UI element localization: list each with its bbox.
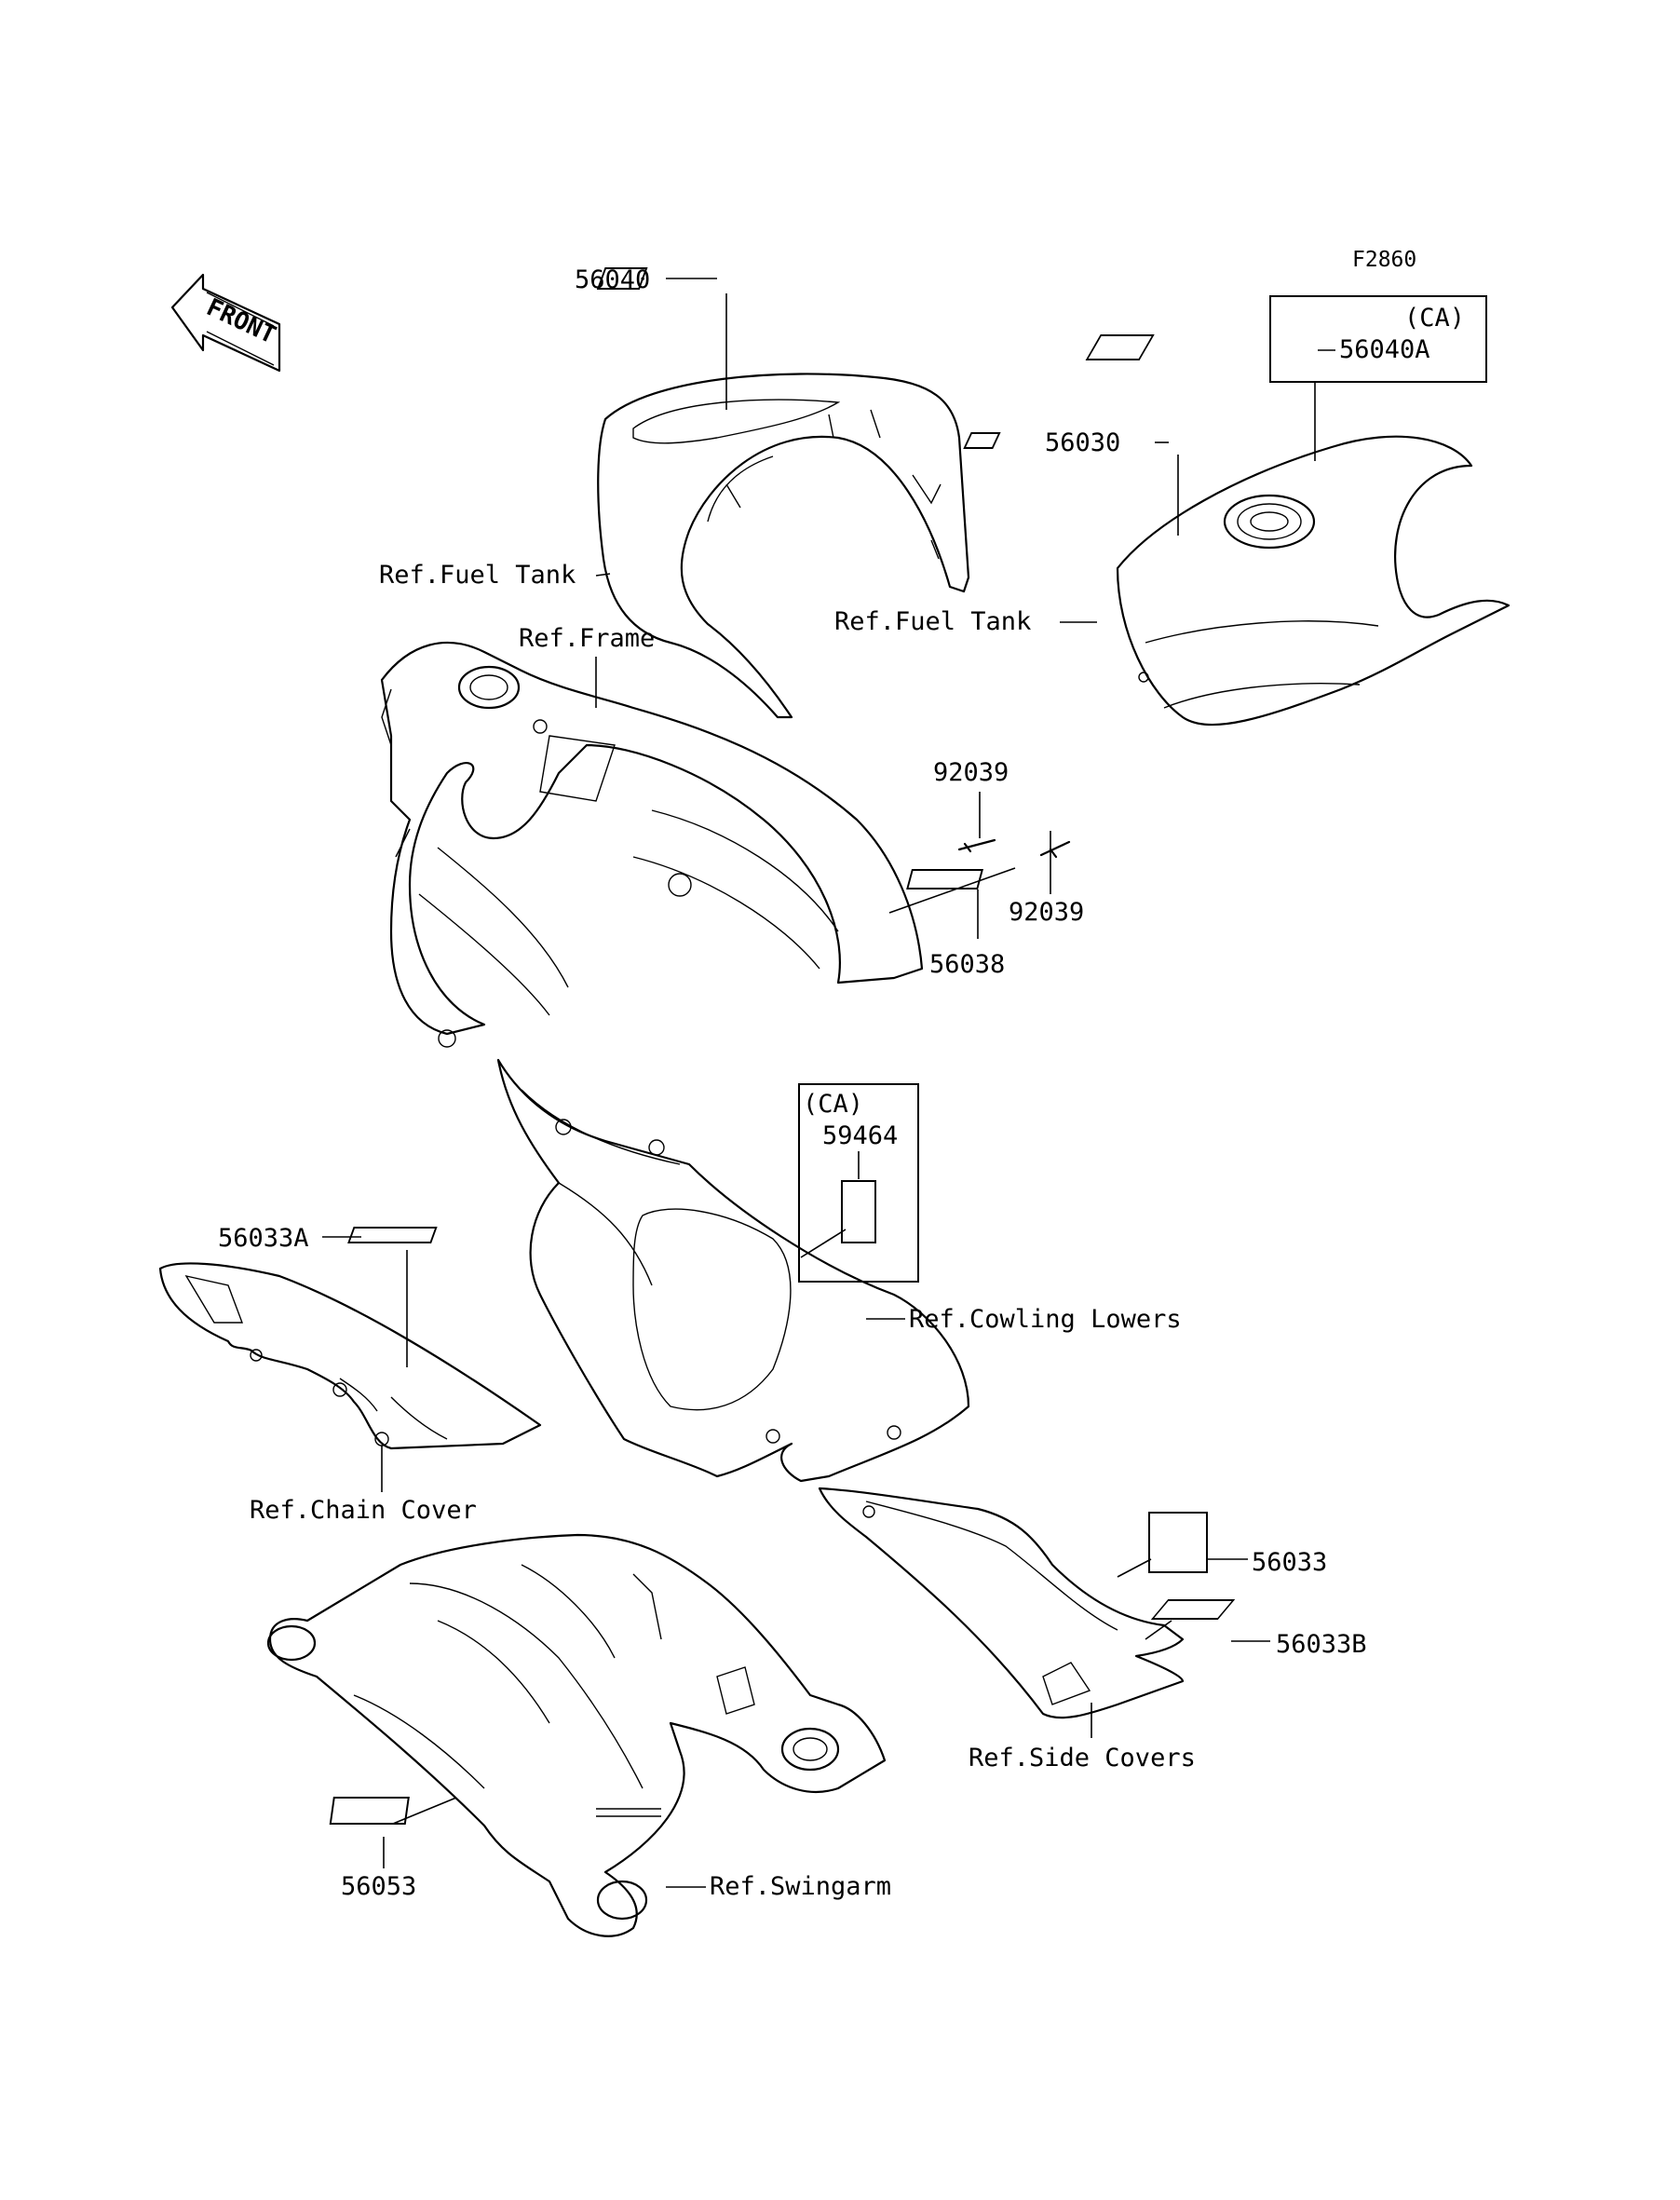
side-cover-drawing <box>818 1487 1185 1719</box>
frame-label-decal <box>906 869 984 890</box>
tank-pad-decal <box>596 267 648 290</box>
figure-code: F2860 <box>1352 248 1416 272</box>
ca-box-56040a <box>1269 295 1487 383</box>
swingarm-label-decal <box>329 1797 410 1825</box>
callout-59464: 59464 <box>822 1121 898 1150</box>
callout-56033a: 56033A <box>218 1224 309 1253</box>
callout-56040: 56040 <box>575 265 650 294</box>
cowling-lower-drawing <box>496 1058 970 1483</box>
callout-56033b: 56033B <box>1276 1630 1367 1659</box>
ref-chain-cover: Ref.Chain Cover <box>250 1496 477 1525</box>
callout-92039-lower: 92039 <box>1009 898 1084 927</box>
ref-cowling-lowers: Ref.Cowling Lowers <box>909 1305 1182 1334</box>
rivet-upper-icon <box>957 838 996 853</box>
ref-swingarm: Ref.Swingarm <box>710 1872 891 1901</box>
callout-56053: 56053 <box>341 1872 416 1901</box>
callout-92039-upper: 92039 <box>933 758 1009 787</box>
chain-cover-drawing <box>158 1262 542 1450</box>
cowling-label-decal <box>841 1180 876 1243</box>
swingarm-drawing <box>266 1533 887 1937</box>
rivet-lower-icon <box>1039 840 1071 859</box>
frame-drawing <box>380 641 924 1048</box>
ca-tag-56040a: (CA) <box>1404 304 1465 333</box>
tank-cover-drawing <box>597 373 970 719</box>
ca-tag-59464: (CA) <box>803 1090 863 1119</box>
callout-56040a: 56040A <box>1339 335 1430 364</box>
tank-label-decal <box>963 432 1001 449</box>
tank-pad-ca-decal <box>1085 334 1155 360</box>
ca-box-59464 <box>798 1083 919 1283</box>
callout-56033: 56033 <box>1252 1548 1327 1577</box>
chain-label-decal <box>347 1227 438 1243</box>
ref-frame: Ref.Frame <box>519 624 655 653</box>
fuel-tank-drawing <box>1116 435 1511 727</box>
side-label-b-decal <box>1150 1599 1236 1620</box>
front-arrow-icon: FRONT <box>170 273 281 373</box>
ref-fuel-tank-left: Ref.Fuel Tank <box>379 561 576 590</box>
callout-56030: 56030 <box>1045 428 1120 457</box>
side-label-decal <box>1148 1512 1208 1573</box>
callout-56038: 56038 <box>929 950 1005 979</box>
ref-fuel-tank-right: Ref.Fuel Tank <box>834 607 1031 636</box>
ref-side-covers: Ref.Side Covers <box>969 1744 1196 1772</box>
